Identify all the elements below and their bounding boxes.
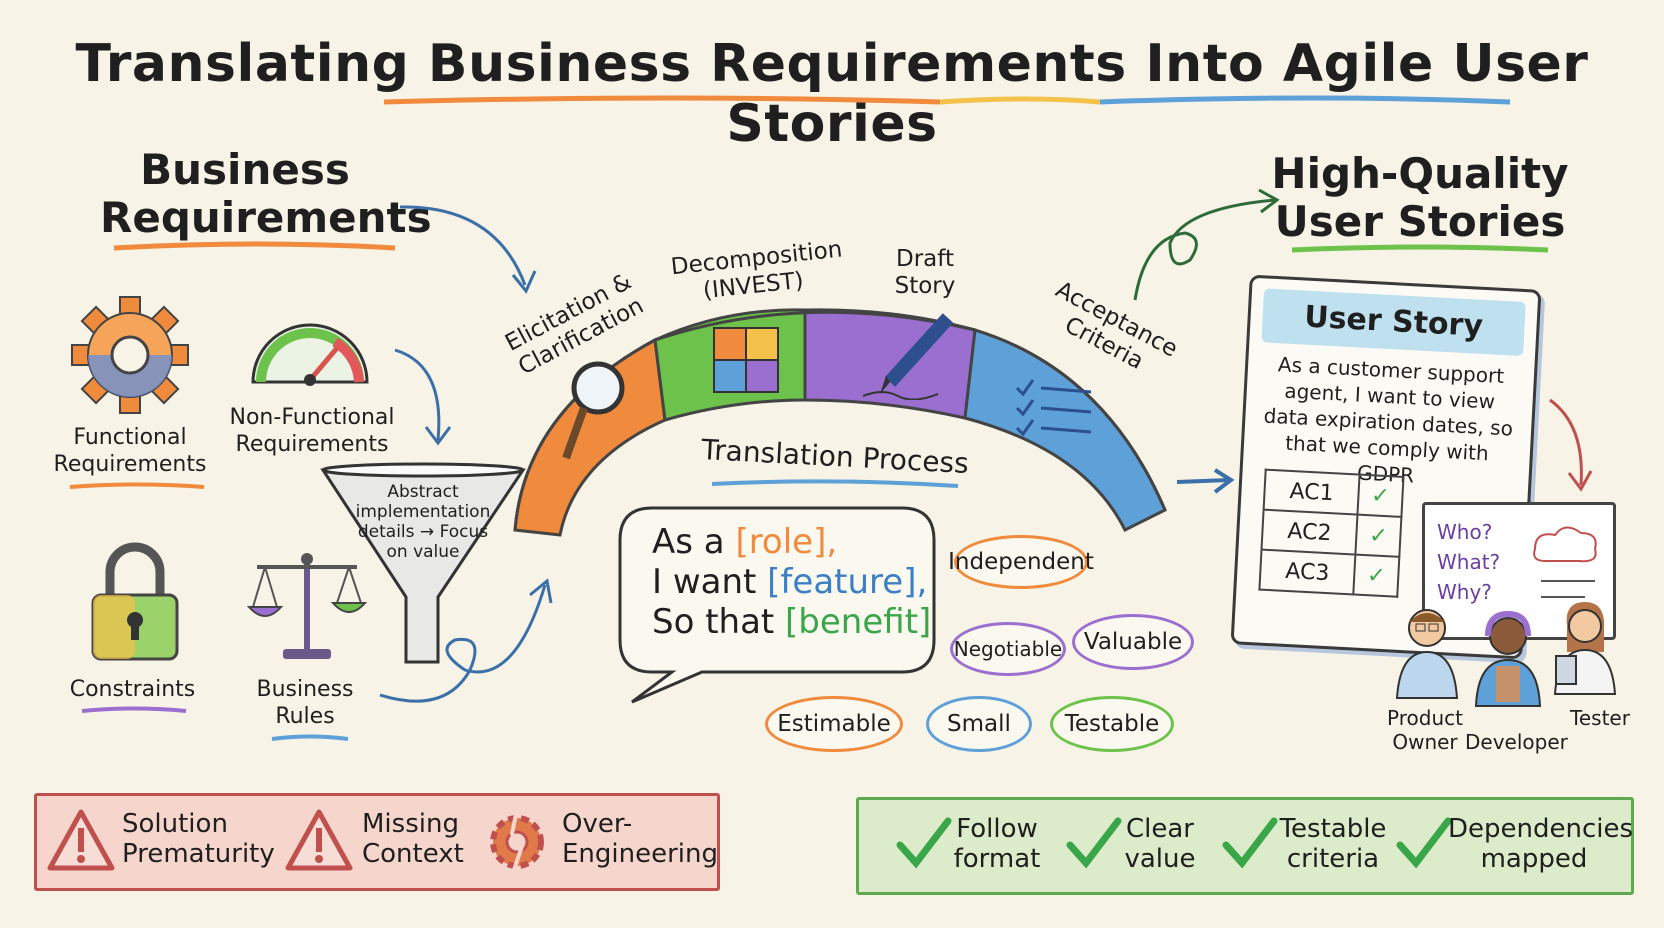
business-rules-label: Business Rules — [256, 677, 354, 729]
functional-underline — [69, 482, 205, 489]
business-requirements-heading: Business Requirements — [100, 145, 432, 242]
title-underline — [383, 95, 1511, 105]
role-tester: Tester — [1570, 706, 1630, 730]
arrow-to-heading — [1133, 188, 1280, 301]
check-clear-value: Clear value — [1124, 814, 1196, 874]
pitfall-missing-context: Missing Context — [362, 809, 464, 869]
arrow-to-funnel — [394, 348, 452, 446]
invest-small: Small — [926, 696, 1032, 752]
acceptance-criteria-table: AC1✓ AC2✓ AC3✓ — [1258, 469, 1404, 598]
board-who: Who? — [1437, 520, 1493, 544]
check-dependencies-mapped: Dependencies mapped — [1448, 814, 1634, 874]
table-row: AC3✓ — [1259, 549, 1400, 597]
check-icon — [1396, 817, 1452, 869]
pitfalls-box — [34, 793, 720, 891]
process-underline — [711, 479, 959, 488]
functional-requirements-label: Functional Requirements — [53, 425, 207, 477]
ac-label: AC3 — [1259, 549, 1356, 595]
template-line1: As a — [652, 522, 736, 562]
template-line3: So that — [652, 602, 786, 642]
template-feature: [feature], — [767, 562, 928, 602]
constraints-underline — [81, 706, 187, 713]
puzzle-icon — [713, 327, 779, 393]
template-line2: I want — [652, 562, 768, 602]
role-developer: Developer — [1465, 730, 1568, 754]
template-bubble — [618, 506, 936, 704]
board-what: What? — [1437, 550, 1501, 574]
check-icon — [896, 817, 952, 869]
arrow-to-story-card — [1176, 468, 1235, 494]
heading-underline — [113, 241, 396, 251]
check-icon: ✓ — [1357, 474, 1404, 517]
lock-icon — [91, 542, 179, 661]
stage-decomposition: Decomposition (INVEST) — [669, 236, 844, 305]
broken-gear-icon — [490, 813, 544, 871]
high-quality-heading: High-Quality User Stories — [1271, 149, 1569, 246]
constraints-label: Constraints — [69, 677, 196, 702]
role-product-owner: Product Owner — [1387, 706, 1463, 754]
funnel-icon — [320, 462, 526, 664]
template-role: [role], — [735, 522, 838, 562]
gear-icon — [71, 296, 189, 414]
invest-negotiable: Negotiable — [950, 622, 1066, 676]
template-benefit: [benefit] — [785, 602, 932, 642]
ac-label: AC2 — [1261, 509, 1358, 555]
check-icon — [1066, 817, 1122, 869]
tester-avatar — [1553, 602, 1617, 695]
product-owner-avatar — [1395, 609, 1459, 699]
funnel-text: Abstract implementation details → Focus … — [355, 482, 491, 562]
checklist-icon — [1015, 379, 1092, 437]
business-rules-underline — [271, 734, 349, 741]
invest-valuable: Valuable — [1072, 614, 1194, 670]
check-icon: ✓ — [1355, 514, 1402, 557]
page-title: Translating Business Requirements Into A… — [75, 34, 1589, 154]
board-why: Why? — [1437, 580, 1492, 604]
arrow-funnel-to-template — [379, 578, 553, 703]
stage-draft-story: Draft Story — [894, 246, 956, 299]
cloud-sketch-icon — [1533, 526, 1597, 598]
user-story-header: User Story — [1261, 288, 1526, 357]
warning-icon — [47, 809, 115, 871]
magnifier-icon — [562, 361, 625, 460]
developer-avatar — [1474, 610, 1542, 707]
warning-icon — [285, 809, 353, 871]
pitfall-solution-prematurity: Solution Prematurity — [122, 809, 275, 869]
non-functional-requirements-label: Non-Functional Requirements — [229, 405, 395, 457]
invest-independent: Independent — [948, 535, 1094, 589]
scales-icon — [246, 553, 368, 659]
quality-checklist-box — [856, 797, 1634, 895]
invest-testable: Testable — [1050, 696, 1174, 752]
pitfall-over-engineering: Over-Engineering — [562, 809, 718, 869]
check-icon: ✓ — [1353, 554, 1400, 597]
arrow-to-process — [399, 205, 537, 294]
ac-label: AC1 — [1263, 469, 1360, 515]
pen-icon — [862, 313, 954, 400]
right-heading-underline — [1291, 244, 1549, 253]
story-template: As a [role], I want [feature], So that [… — [652, 522, 932, 642]
check-follow-format: Follow format — [953, 814, 1041, 874]
arrow-to-team — [1549, 398, 1593, 492]
check-icon — [1222, 817, 1278, 869]
gauge-icon — [251, 323, 369, 386]
invest-estimable: Estimable — [765, 696, 903, 752]
check-testable-criteria: Testable criteria — [1279, 814, 1387, 874]
